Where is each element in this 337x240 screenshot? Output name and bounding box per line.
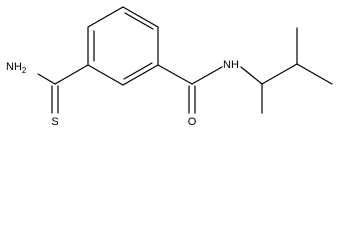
ring-to-thiocarbonyl-bond [54, 64, 89, 85]
ch-to-methyl-right-bond [296, 63, 333, 85]
amide-oxygen-label: O [188, 116, 197, 128]
ring-bond [87, 6, 124, 28]
ring-bond [122, 64, 159, 86]
benzene-ring [87, 6, 159, 86]
amino-label: NH2 [6, 61, 27, 75]
nitrogen-to-ch-bond [240, 66, 263, 85]
ch-to-ch-bond [261, 63, 298, 85]
thioamide-group: NH2 S [6, 61, 89, 128]
chemical-structure-diagram: NH2 S O NH [6, 6, 333, 128]
ring-double-bond [123, 62, 153, 80]
ring-to-carbonyl-bond [157, 64, 193, 85]
carbonyl-to-nitrogen-bond [191, 66, 223, 85]
thiocarbonyl-to-amino-bond [37, 73, 56, 85]
amide-group: O NH [157, 59, 239, 128]
thione-sulfur-label: S [51, 116, 58, 128]
ring-bond [122, 6, 159, 28]
ring-double-bond [124, 12, 154, 30]
amide-nitrogen-label: NH [223, 59, 239, 71]
alkyl-chain [240, 27, 333, 114]
ring-bond [87, 64, 124, 86]
